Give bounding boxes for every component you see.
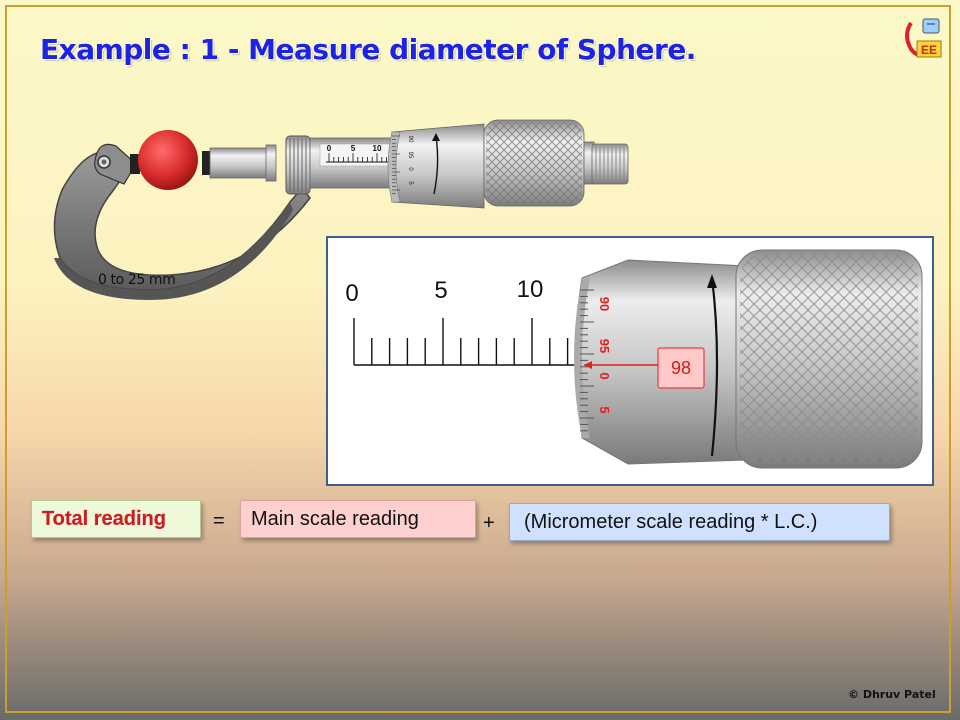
thimble-label-95: 95 xyxy=(407,152,413,159)
total-reading-label: Total reading xyxy=(42,507,167,530)
zoom-thimble-label-0: 0 xyxy=(597,372,612,379)
slide-frame xyxy=(5,5,951,713)
sleeve-label-10: 10 xyxy=(373,144,382,153)
main-scale-label-10: 10 xyxy=(517,276,544,303)
equals-sign: = xyxy=(213,510,225,532)
thimble-label-0: 0 xyxy=(407,167,413,171)
zoom-view: 0 5 10 90 95 0 5 98 xyxy=(326,236,934,486)
callout-box xyxy=(657,347,705,389)
range-label: 0 to 25 mm xyxy=(98,272,176,288)
sleeve-label-0: 0 xyxy=(327,144,332,153)
micrometer-illustration: 0 5 10 90 95 0 5 xyxy=(53,119,629,300)
zoom-thimble-label-5: 5 xyxy=(597,406,612,413)
page-title: Example : 1 - Measure diameter of Sphere… xyxy=(40,33,696,66)
main-scale-label-0: 0 xyxy=(345,280,358,307)
thimble-label-90: 90 xyxy=(407,136,413,143)
micrometer-scale-reading-box: (Micrometer scale reading * L.C.) xyxy=(509,503,890,541)
sphere xyxy=(138,130,198,190)
logo-icon: EE xyxy=(905,18,942,58)
sleeve-label-5: 5 xyxy=(351,144,356,153)
plus-sign: + xyxy=(483,512,495,534)
thimble-label-5: 5 xyxy=(407,181,413,185)
total-reading-box: Total reading xyxy=(31,500,201,538)
main-scale-reading-label: Main scale reading xyxy=(251,508,419,530)
micrometer-scale-reading-label: (Micrometer scale reading * L.C.) xyxy=(524,510,818,533)
zoom-illustration: 0 5 10 90 95 0 5 98 xyxy=(345,249,923,469)
main-scale-label-5: 5 xyxy=(434,277,447,304)
spindle-tip xyxy=(202,151,210,175)
spindle xyxy=(209,147,269,179)
anvil xyxy=(130,154,140,174)
rotation-arrow-large xyxy=(710,277,719,457)
logo-text: EE xyxy=(921,43,937,57)
copyright-text: © Dhruv Patel xyxy=(848,688,936,701)
main-scale-reading-box: Main scale reading xyxy=(240,500,476,538)
zoom-thimble-label-95: 95 xyxy=(597,339,612,353)
zoom-thimble-label-90: 90 xyxy=(597,297,612,311)
callout-value: 98 xyxy=(671,358,691,378)
